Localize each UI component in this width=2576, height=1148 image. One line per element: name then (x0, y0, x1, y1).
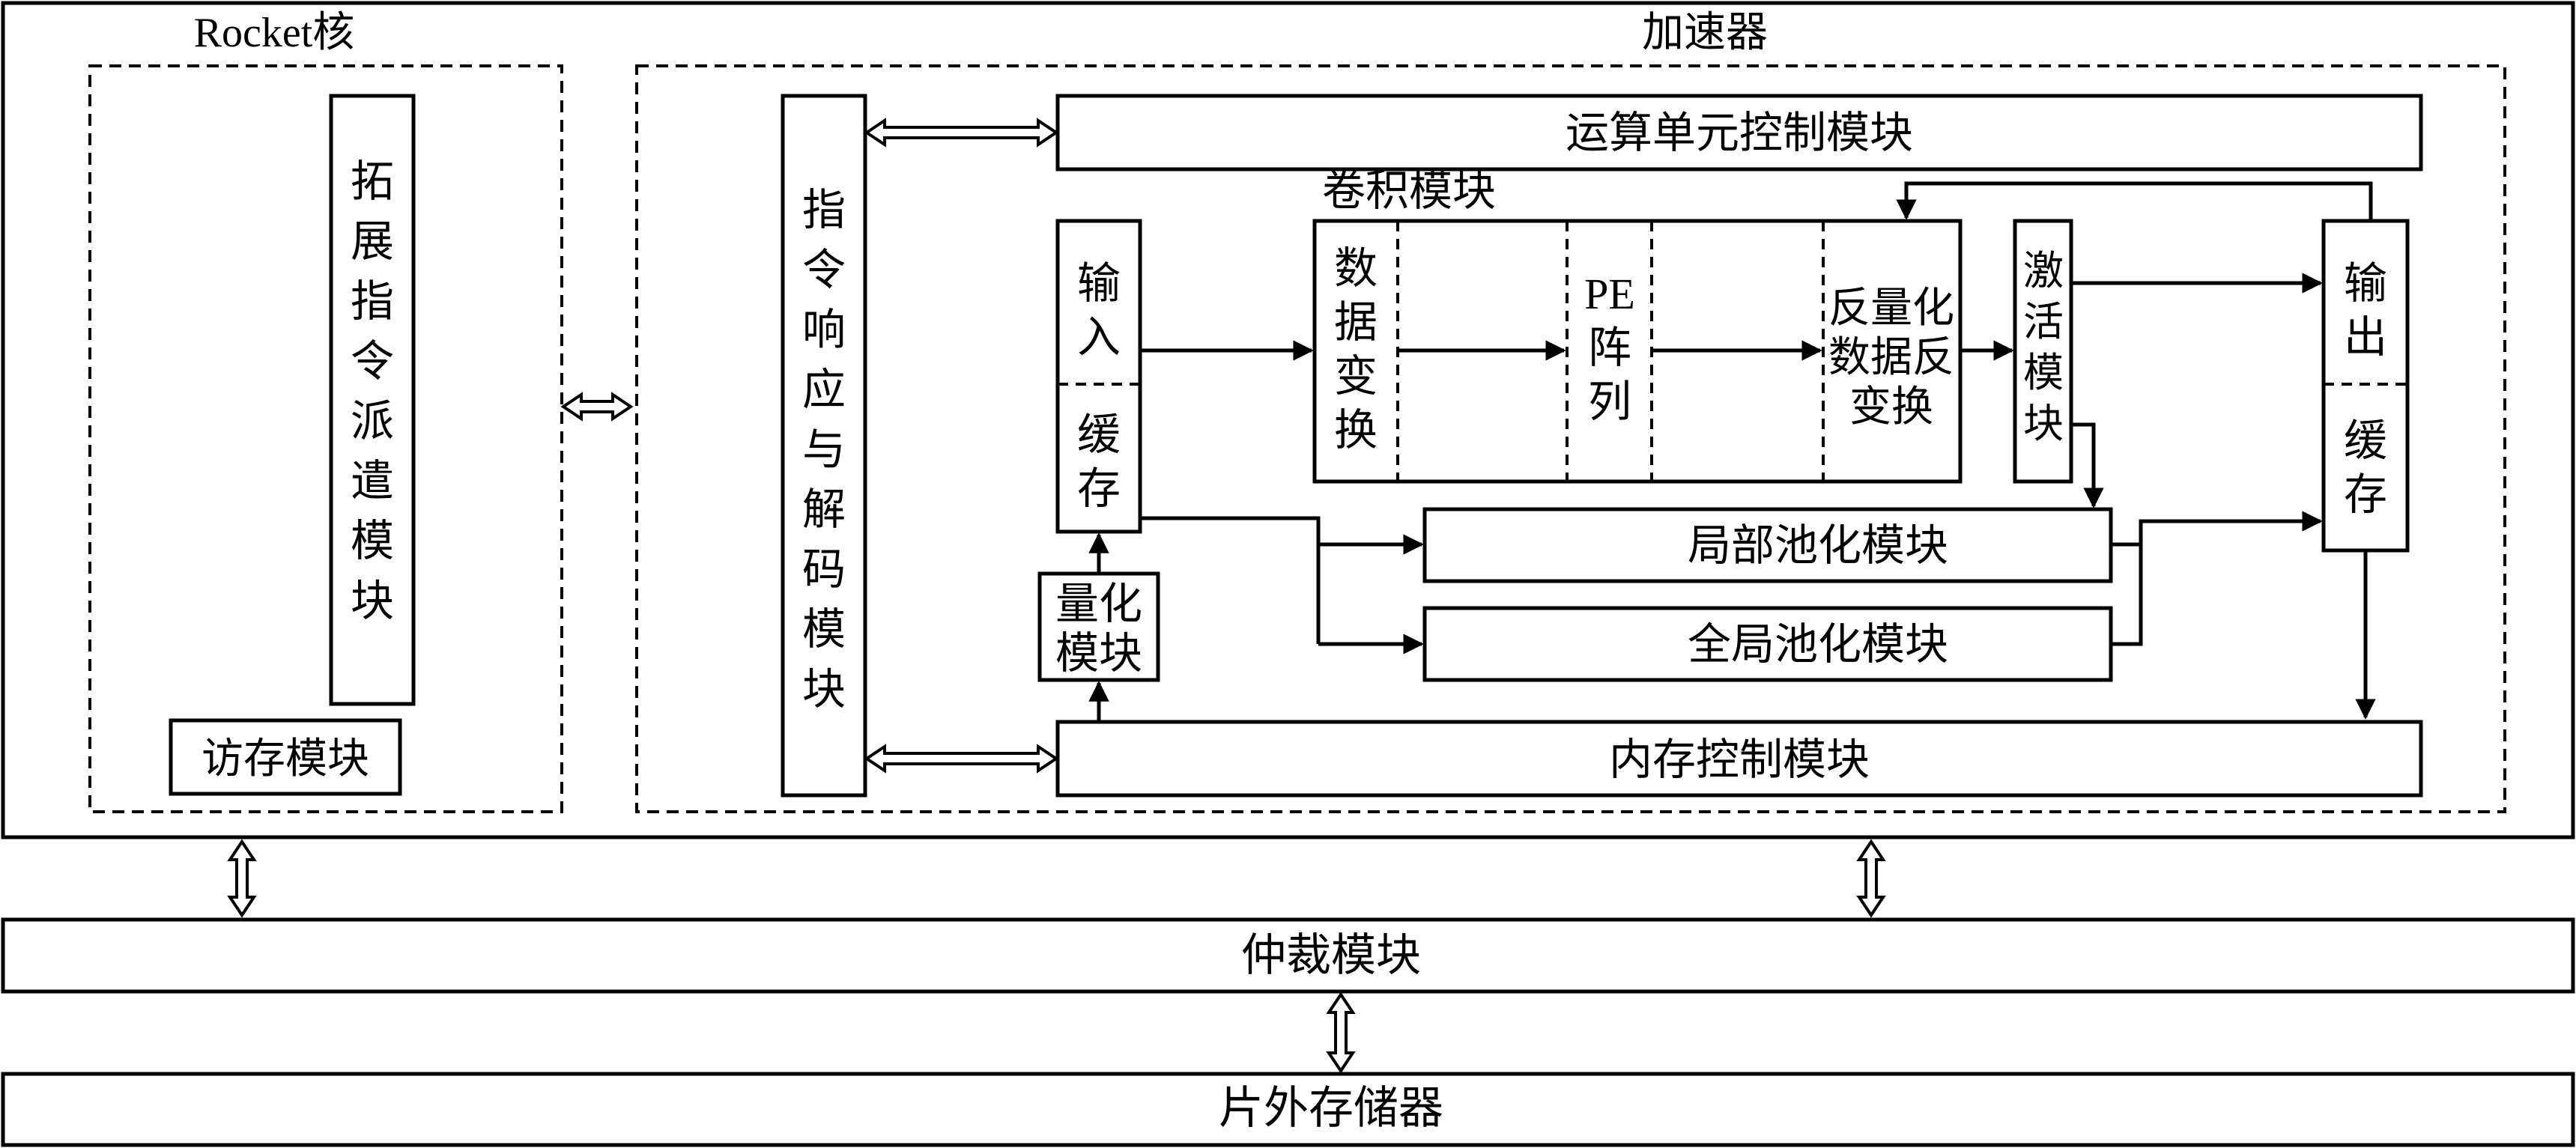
svg-text:缓: 缓 (1077, 410, 1121, 459)
dequant-transform-label: 反量化 数据反 变换 (1828, 285, 1954, 431)
arbiter-label: 仲裁模块 (1241, 931, 1421, 980)
svg-text:码: 码 (802, 545, 846, 594)
svg-text:令: 令 (351, 337, 394, 386)
activation-to-localpool-arrow (2071, 422, 2104, 508)
input-buffer-label: 输 入 缓 存 (1077, 259, 1121, 513)
svg-text:块: 块 (351, 577, 394, 625)
output-buffer-label: 输 出 缓 存 (2344, 259, 2387, 519)
instruction-dispatch-module (329, 94, 416, 706)
decode-module-label: 指 令 响 应 与 解 码 模 块 (802, 186, 846, 714)
svg-text:活: 活 (2023, 300, 2064, 344)
accelerator-arbiter-link (1856, 839, 1886, 918)
local-pool-label: 局部池化模块 (1688, 521, 1948, 570)
conv-module-title: 卷积模块 (1322, 166, 1496, 215)
svg-text:拓: 拓 (351, 157, 394, 206)
global-pool-label: 全局池化模块 (1688, 620, 1948, 669)
svg-text:存: 存 (1077, 464, 1121, 513)
memory-access-label: 访存模块 (201, 736, 369, 783)
svg-text:模: 模 (802, 605, 846, 654)
rocket-accelerator-link (560, 392, 634, 422)
quantization-module (1037, 571, 1160, 682)
svg-text:变: 变 (1334, 352, 1378, 401)
svg-text:指: 指 (802, 186, 846, 234)
rocket-arbiter-link (227, 839, 257, 918)
pe-array-label: PE 阵 列 (1584, 270, 1635, 426)
decode-module (781, 94, 867, 798)
decode-compute-link (864, 118, 1059, 148)
memory-control-module (1055, 720, 2423, 798)
svg-text:PE: PE (1584, 270, 1635, 318)
output-feedback-arrow (1896, 181, 2373, 221)
decode-memory-link (864, 744, 1059, 774)
offchip-memory-label: 片外存储器 (1219, 1084, 1443, 1133)
accelerator-title: 加速器 (1642, 10, 1768, 56)
data-transform-label: 数 据 变 换 (1334, 244, 1378, 455)
input-to-pool-line (1140, 516, 1321, 644)
svg-text:模: 模 (351, 517, 394, 565)
local-pool-module (1422, 507, 2113, 583)
instruction-dispatch-label: 拓 展 指 令 派 遣 模 块 (351, 157, 394, 625)
compute-control-label: 运算单元控制模块 (1566, 109, 1913, 157)
svg-text:出: 出 (2344, 313, 2387, 362)
svg-text:模: 模 (2023, 350, 2064, 395)
svg-text:缓: 缓 (2344, 416, 2387, 465)
memory-control-label: 内存控制模块 (1609, 735, 1870, 784)
global-pool-module (1422, 606, 2113, 682)
svg-text:数: 数 (1334, 244, 1378, 293)
quantization-label: 量化 模块 (1055, 580, 1142, 678)
svg-text:阵: 阵 (1588, 324, 1631, 372)
rocket-core-title: Rocket核 (194, 10, 355, 56)
svg-text:输: 输 (2344, 259, 2387, 308)
svg-text:反量化: 反量化 (1828, 285, 1954, 332)
localpool-merge-line (2111, 542, 2143, 646)
arbiter-module (1, 917, 2575, 994)
svg-text:展: 展 (351, 217, 394, 266)
compute-control-module (1055, 94, 2423, 171)
svg-text:入: 入 (1077, 313, 1121, 362)
arbiter-offchip-link (1326, 991, 1356, 1074)
svg-text:据: 据 (1334, 298, 1378, 347)
svg-text:指: 指 (351, 277, 394, 326)
svg-text:遣: 遣 (351, 457, 394, 505)
activation-module (2013, 219, 2073, 484)
input-buffer (1055, 219, 1142, 534)
svg-text:变换: 变换 (1849, 384, 1933, 431)
svg-text:解: 解 (802, 485, 846, 534)
svg-text:响: 响 (802, 306, 846, 354)
svg-text:块: 块 (802, 665, 846, 714)
svg-text:令: 令 (802, 246, 846, 294)
svg-text:量化: 量化 (1055, 580, 1142, 628)
svg-text:与: 与 (802, 425, 846, 474)
offchip-memory (1, 1072, 2575, 1147)
activation-label: 激 活 模 块 (2023, 249, 2064, 446)
svg-text:存: 存 (2344, 470, 2387, 519)
memory-access-module (169, 718, 402, 796)
rocket-core-region (88, 64, 563, 813)
svg-text:模块: 模块 (1055, 629, 1142, 678)
svg-text:换: 换 (1334, 406, 1378, 455)
pools-to-output-arrow (2139, 511, 2323, 544)
svg-text:派: 派 (351, 397, 394, 446)
svg-text:列: 列 (1588, 377, 1631, 426)
svg-text:数据反: 数据反 (1828, 335, 1954, 381)
svg-text:激: 激 (2023, 249, 2064, 294)
svg-text:输: 输 (1077, 259, 1121, 308)
svg-text:应: 应 (802, 365, 846, 414)
accelerator-region (635, 64, 2506, 813)
svg-text:块: 块 (2023, 401, 2064, 446)
